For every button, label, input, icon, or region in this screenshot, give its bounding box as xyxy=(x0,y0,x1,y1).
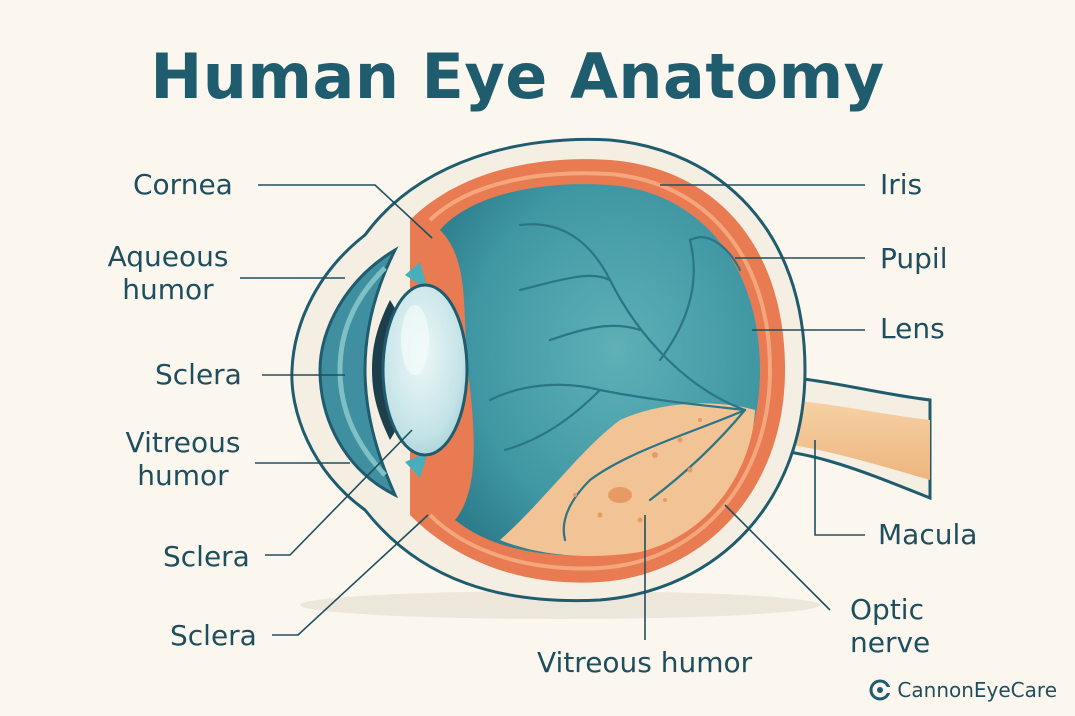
label-vitreous-humor-left-line1: Vitreous xyxy=(125,426,241,459)
label-macula: Macula xyxy=(878,518,978,551)
cornea xyxy=(318,246,399,499)
c-logo-icon xyxy=(869,679,892,701)
label-lens: Lens xyxy=(880,312,945,345)
label-pupil: Pupil xyxy=(880,242,948,275)
lens-highlight xyxy=(401,305,429,375)
leader-optic-nerve xyxy=(724,504,831,611)
retina-region xyxy=(500,403,755,556)
macula-spots xyxy=(573,418,702,523)
leader-cornea xyxy=(258,184,433,239)
lens xyxy=(381,283,469,457)
label-iris: Iris xyxy=(880,168,923,201)
label-optic-nerve-line2: nerve xyxy=(850,626,931,659)
brand-logo: CannonEyeCare xyxy=(869,678,1057,702)
label-sclera-1: Sclera xyxy=(155,358,242,391)
cornea-highlight xyxy=(337,266,387,477)
label-aqueous-humor-line2: humor xyxy=(122,273,214,306)
leader-sclera-3 xyxy=(272,514,429,636)
blood-vessels xyxy=(488,223,747,542)
label-optic-nerve: Optic nerve xyxy=(850,593,930,659)
ciliary-top xyxy=(405,262,428,290)
leader-macula xyxy=(814,440,865,536)
brand-name: CannonEyeCare xyxy=(897,678,1057,702)
label-optic-nerve-line1: Optic xyxy=(850,593,924,626)
ciliary-bottom xyxy=(405,452,428,478)
page-title: Human Eye Anatomy xyxy=(150,40,885,113)
label-aqueous-humor: Aqueous humor xyxy=(102,240,234,306)
leader-sclera-2 xyxy=(265,429,413,556)
choroid-inner-line xyxy=(428,171,773,571)
ground-shadow xyxy=(300,591,820,619)
label-vitreous-humor-left-line2: humor xyxy=(137,459,229,492)
label-cornea: Cornea xyxy=(133,168,233,201)
label-aqueous-humor-line1: Aqueous xyxy=(107,240,229,273)
label-vitreous-humor-bottom: Vitreous humor xyxy=(537,646,753,679)
label-sclera-3: Sclera xyxy=(170,619,257,652)
label-sclera-2: Sclera xyxy=(163,540,250,573)
label-vitreous-humor-left: Vitreous humor xyxy=(118,426,248,492)
